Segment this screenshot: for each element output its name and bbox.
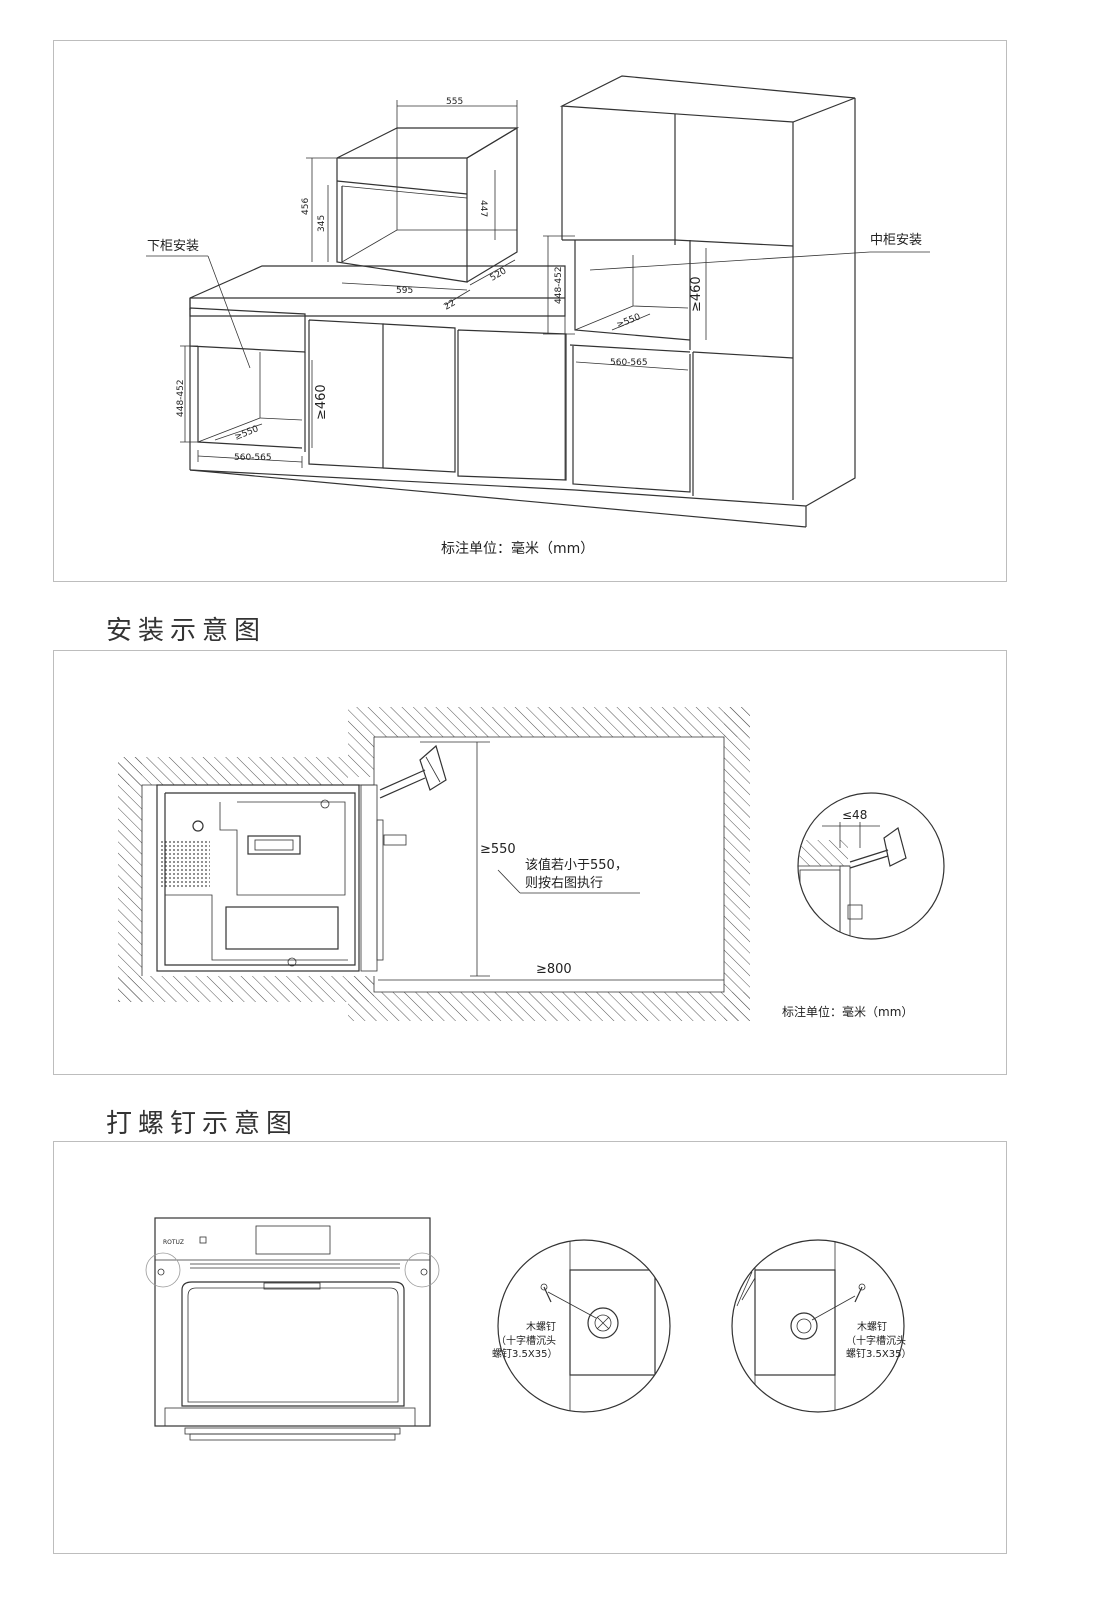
cabinet-install-diagram: 555 456 345 447 595 520 22 — [146, 75, 930, 557]
dim-595: 595 — [396, 286, 413, 296]
dim-560-565-mid: 560-565 — [610, 358, 648, 368]
screw-label-left: 木螺钉 （十字槽沉头 螺钉3.5X35） — [492, 1321, 557, 1360]
dim-550: ≥550 — [480, 842, 516, 857]
section-title-install: 安装示意图 — [106, 616, 267, 646]
lower-cabinet — [189, 307, 807, 528]
screw-icon-right — [854, 1283, 866, 1303]
callouts: 下柜安装 中柜安装 — [146, 233, 930, 369]
oven-front-view: ROTUZ — [145, 1217, 440, 1441]
dim-22: 22 — [443, 298, 458, 312]
dim-456: 456 — [301, 198, 311, 215]
zoom-detail-circle: ≤48 — [797, 792, 945, 940]
dim-448-452-low: 448-452 — [176, 379, 186, 417]
label-middle-install: 中柜安装 — [870, 233, 922, 248]
label-lower-install: 下柜安装 — [147, 239, 199, 254]
section-title-screw: 打螺钉示意图 — [106, 1109, 299, 1139]
dim-460-mid: ≥460 — [689, 276, 704, 312]
unit-note: 标注单位：毫米（mm） — [441, 540, 594, 557]
dim-555: 555 — [446, 97, 463, 107]
dim-48: ≤48 — [842, 808, 867, 822]
screw-label-left-3: 螺钉3.5X35） — [492, 1348, 557, 1360]
brand-logo-text: ROTUZ — [163, 1239, 184, 1246]
screw-label-right-2: （十字槽沉头 — [846, 1334, 906, 1347]
dim-560-565-low: 560-565 — [234, 453, 272, 463]
screw-detail-right — [731, 1239, 905, 1413]
dim-800: ≥800 — [536, 962, 572, 977]
note-line-2: 则按右图执行 — [525, 876, 603, 891]
unit-note-2: 标注单位：毫米（mm） — [782, 1004, 913, 1019]
screw-detail-panel — [53, 1141, 1007, 1554]
cabinet-install-panel — [53, 40, 1007, 582]
note-line-1: 该值若小于550， — [525, 857, 628, 873]
screw-label-left-1: 木螺钉 — [526, 1321, 556, 1333]
dim-345: 345 — [317, 215, 327, 232]
dim-447: 447 — [478, 200, 488, 217]
screw-detail-left — [497, 1239, 671, 1413]
screw-icon-left — [540, 1283, 552, 1303]
install-section-diagram: ≥550 ≥800 该值若小于550， 则按右图执行 ≤48 标注单位：毫米（m… — [118, 707, 945, 1021]
screw-label-right-1: 木螺钉 — [857, 1321, 887, 1333]
section-dimensions: ≥550 ≥800 该值若小于550， 则按右图执行 — [378, 741, 724, 981]
wall-hatching — [118, 707, 750, 1021]
dim-448-452-mid: 448-452 — [554, 266, 564, 304]
dim-460-low: ≥460 — [314, 384, 329, 420]
tall-cabinet — [559, 75, 856, 507]
oven-dimensions: 555 456 345 447 595 520 22 — [301, 97, 518, 313]
screw-label-right-3: 螺钉3.5X35） — [846, 1348, 911, 1360]
screw-label-right: 木螺钉 （十字槽沉头 螺钉3.5X35） — [846, 1321, 911, 1360]
screw-label-left-2: （十字槽沉头 — [496, 1334, 556, 1347]
oven-side-view — [156, 784, 407, 972]
door-open-arm — [379, 744, 447, 799]
